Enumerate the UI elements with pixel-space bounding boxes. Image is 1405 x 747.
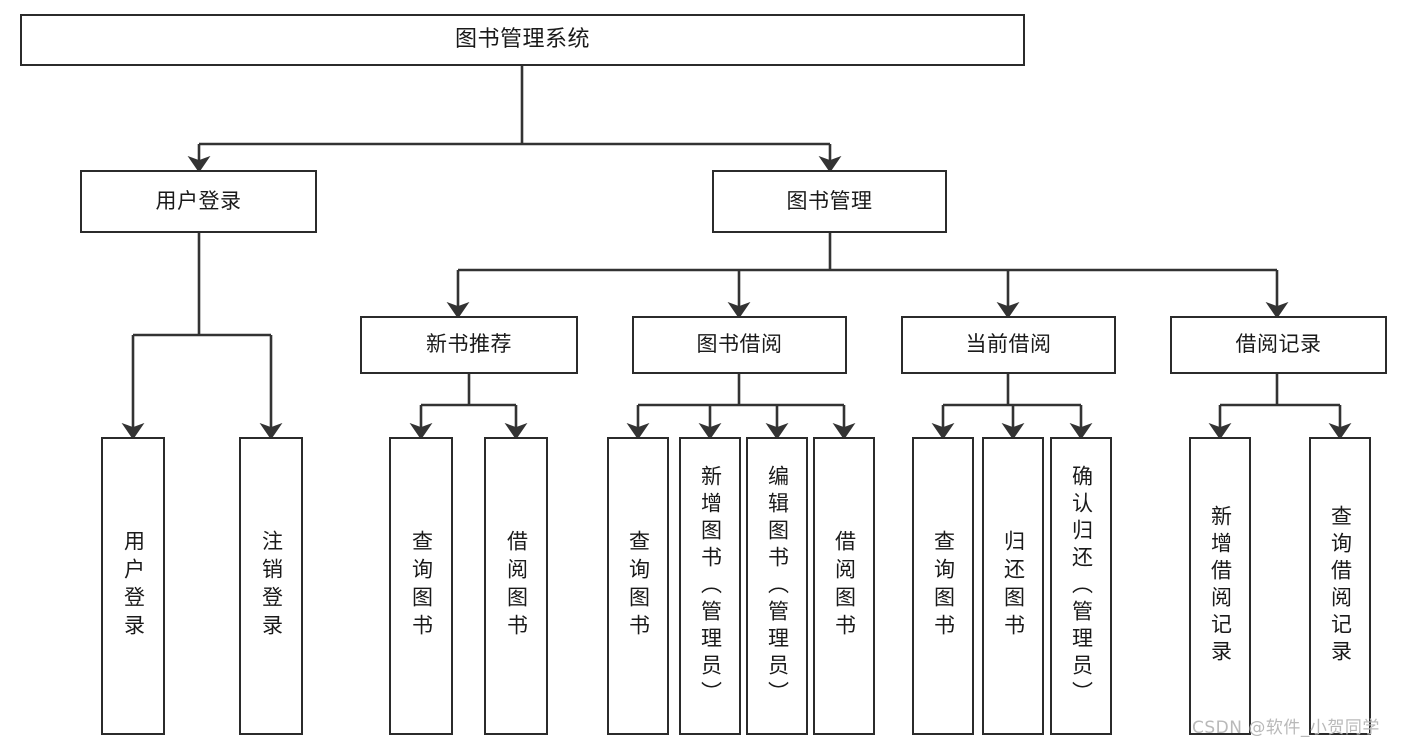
node-label-book-management: 图书管理 [786, 188, 873, 213]
node-leaf-logout[interactable]: 注销登录 [239, 437, 303, 735]
node-label-leaf-user-login: 用户登录 [121, 530, 146, 642]
node-book-management[interactable]: 图书管理 [712, 170, 947, 233]
node-new-book-recommend[interactable]: 新书推荐 [360, 316, 578, 374]
node-label-leaf-query-book-recommend: 查询图书 [409, 530, 434, 642]
node-leaf-query-book-recommend[interactable]: 查询图书 [389, 437, 453, 735]
connectors [121, 66, 1352, 440]
node-leaf-add-book-admin[interactable]: 新增图书（管理员） [679, 437, 741, 735]
node-leaf-borrow-book[interactable]: 借阅图书 [813, 437, 875, 735]
node-borrow-record[interactable]: 借阅记录 [1170, 316, 1387, 374]
node-label-leaf-query-book-current: 查询图书 [931, 530, 956, 642]
node-leaf-borrow-book-recommend[interactable]: 借阅图书 [484, 437, 548, 735]
node-book-borrow[interactable]: 图书借阅 [632, 316, 847, 374]
node-leaf-user-login[interactable]: 用户登录 [101, 437, 165, 735]
node-label-leaf-add-book-admin: 新增图书（管理员） [698, 464, 723, 708]
node-leaf-edit-book-admin[interactable]: 编辑图书（管理员） [746, 437, 808, 735]
node-label-book-borrow: 图书借阅 [696, 332, 783, 357]
node-label-leaf-logout: 注销登录 [259, 530, 284, 642]
node-label-leaf-confirm-return-admin: 确认归还（管理员） [1069, 464, 1094, 708]
node-leaf-confirm-return-admin[interactable]: 确认归还（管理员） [1050, 437, 1112, 735]
node-label-borrow-record: 借阅记录 [1235, 332, 1322, 357]
node-root-system[interactable]: 图书管理系统 [20, 14, 1025, 66]
node-label-leaf-edit-book-admin: 编辑图书（管理员） [765, 464, 790, 708]
node-label-current-borrow: 当前借阅 [965, 332, 1052, 357]
node-label-user-login: 用户登录 [155, 188, 242, 213]
node-label-root-system: 图书管理系统 [454, 26, 590, 52]
node-leaf-query-borrow-record[interactable]: 查询借阅记录 [1309, 437, 1371, 735]
node-label-leaf-borrow-book: 借阅图书 [832, 530, 857, 642]
node-label-new-book-recommend: 新书推荐 [426, 332, 512, 357]
watermark-credit: CSDN @软件_小贺同学 [1192, 718, 1380, 738]
node-label-leaf-borrow-book-recommend: 借阅图书 [504, 530, 529, 642]
node-label-leaf-query-borrow-record: 查询借阅记录 [1328, 505, 1353, 667]
node-leaf-query-book-borrow[interactable]: 查询图书 [607, 437, 669, 735]
node-leaf-add-borrow-record[interactable]: 新增借阅记录 [1189, 437, 1251, 735]
node-leaf-return-book[interactable]: 归还图书 [982, 437, 1044, 735]
node-current-borrow[interactable]: 当前借阅 [901, 316, 1116, 374]
node-user-login[interactable]: 用户登录 [80, 170, 317, 233]
node-leaf-query-book-current[interactable]: 查询图书 [912, 437, 974, 735]
node-label-leaf-query-book-borrow: 查询图书 [626, 530, 651, 642]
node-label-leaf-return-book: 归还图书 [1001, 530, 1026, 642]
node-label-leaf-add-borrow-record: 新增借阅记录 [1208, 505, 1233, 667]
